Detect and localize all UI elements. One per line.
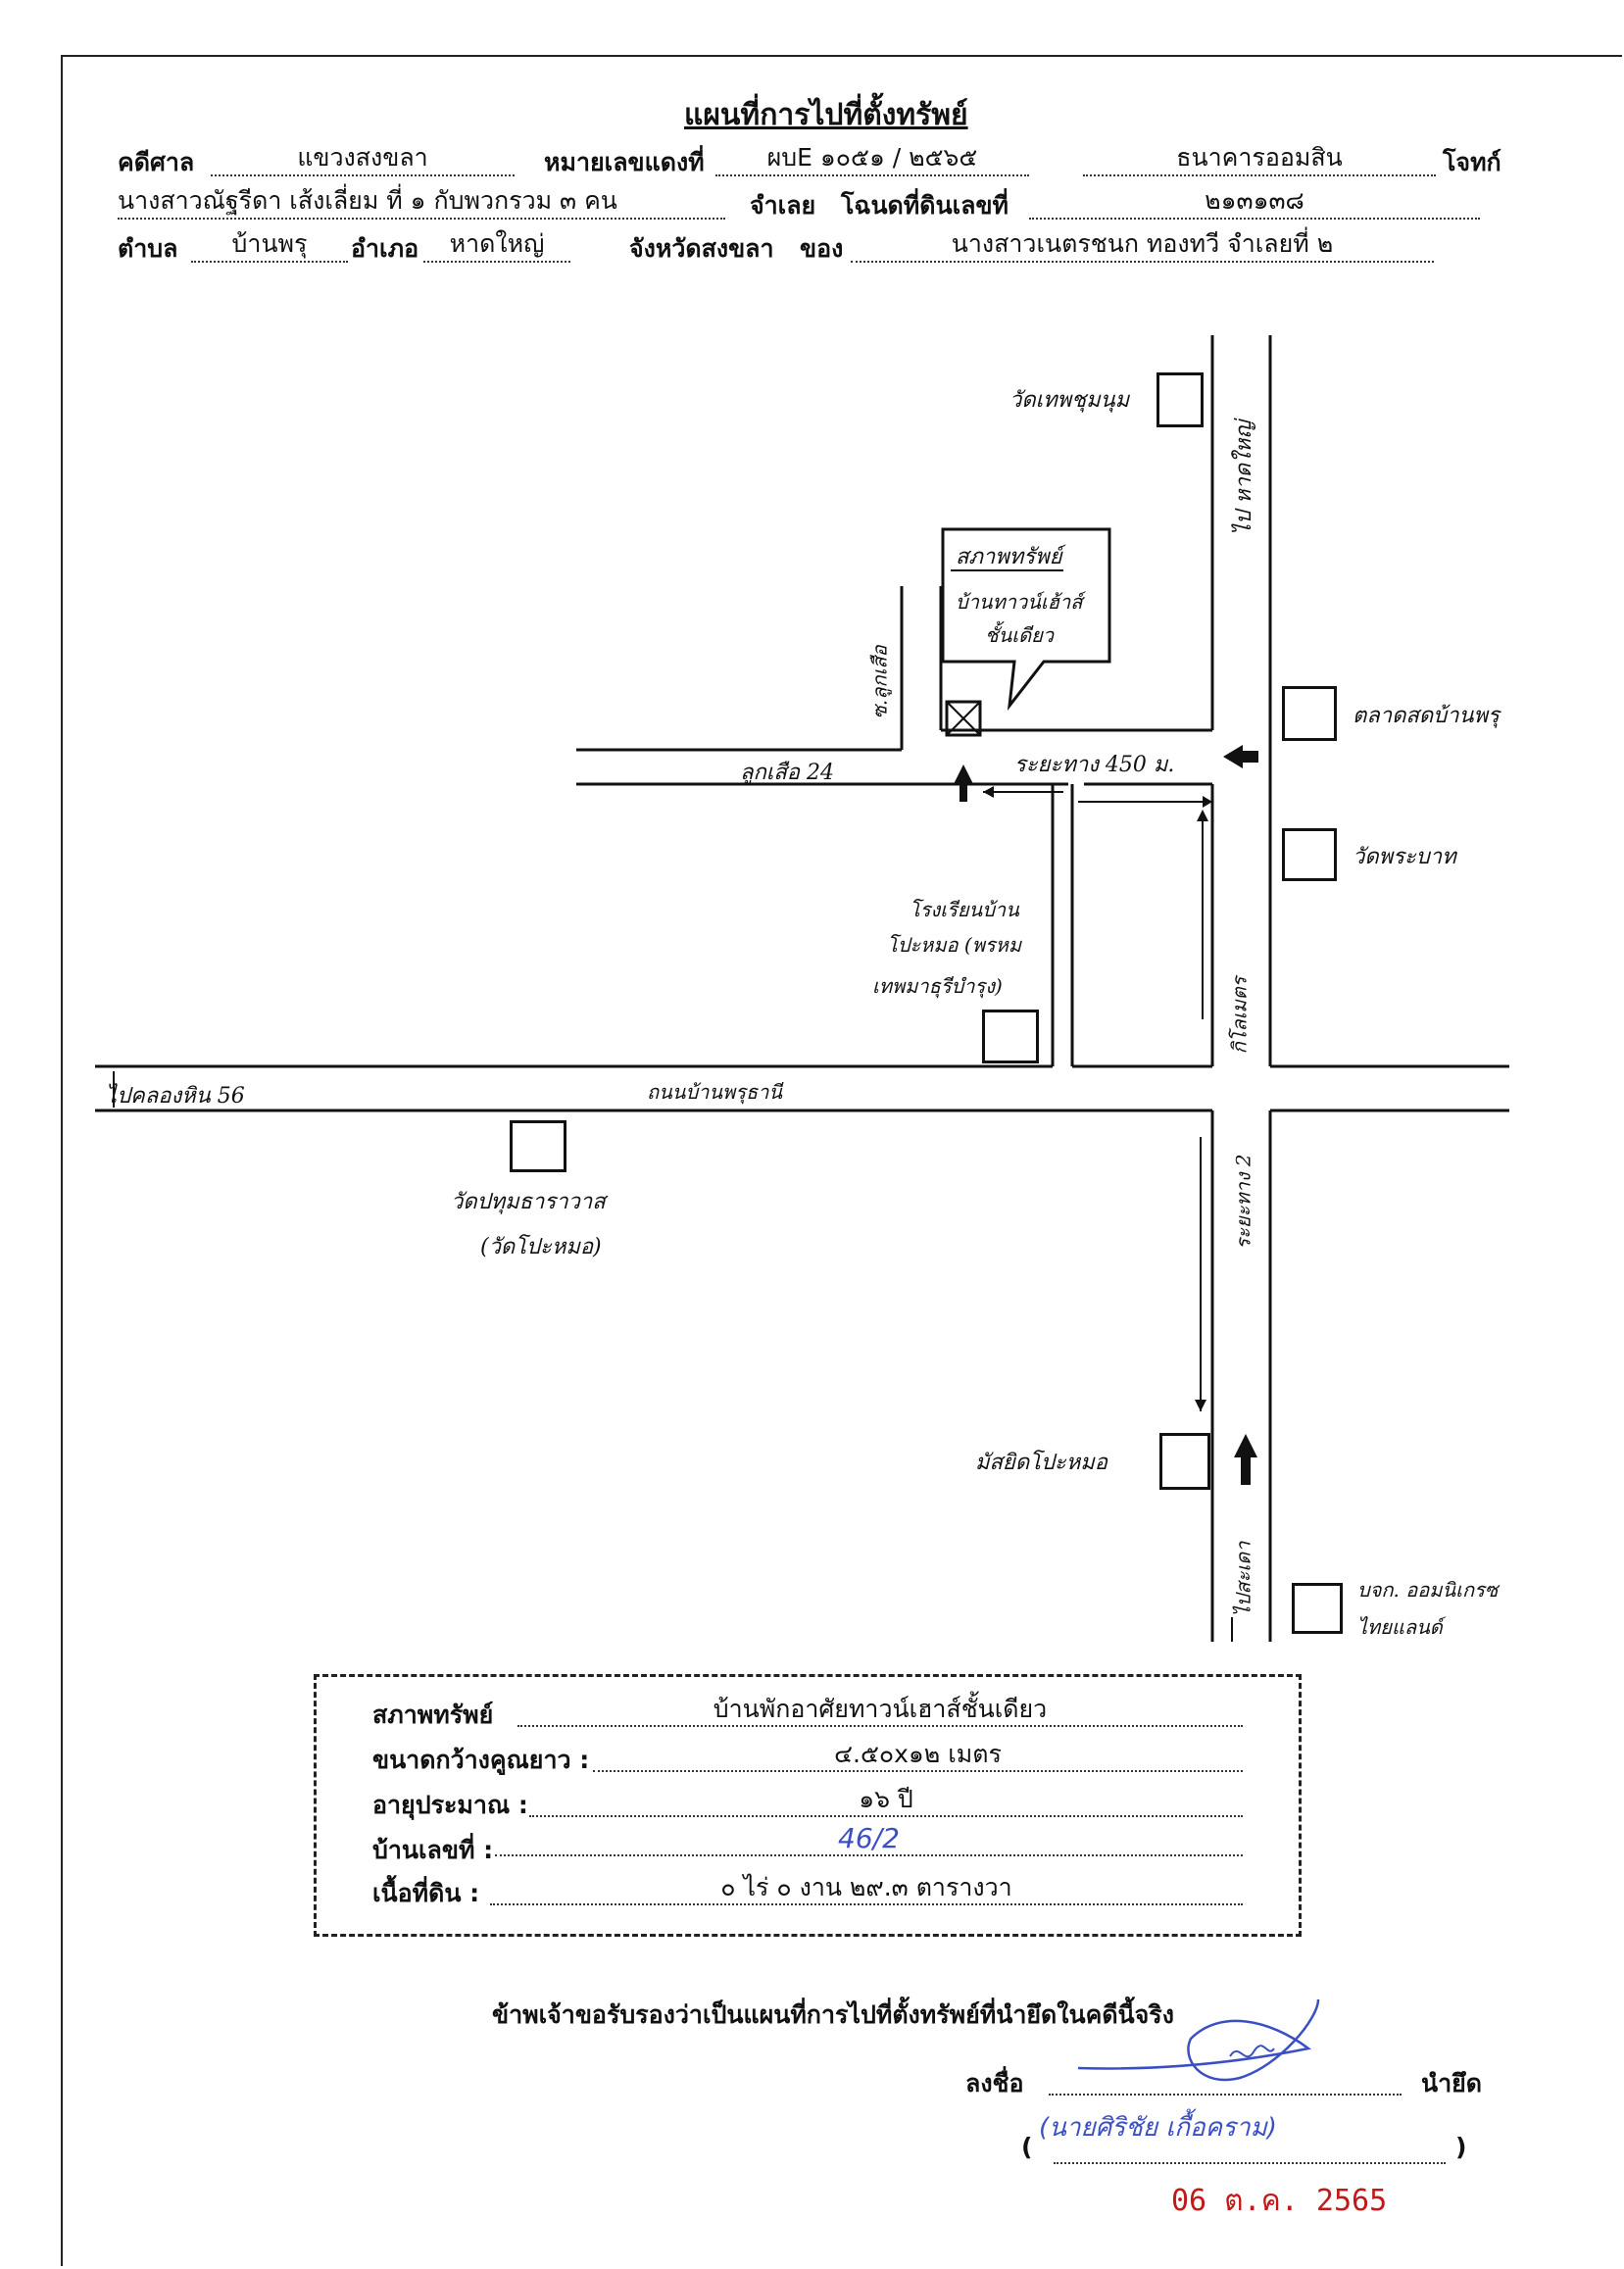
market-label: ตลาดสดบ้านพรุ bbox=[1353, 704, 1500, 728]
arrow-up-property bbox=[954, 765, 973, 784]
name-line bbox=[1054, 2162, 1446, 2164]
certification-statement: ข้าพเจ้าขอรับรองว่าเป็นแผนที่การไปที่ตั้… bbox=[492, 2000, 1174, 2029]
owner-value: นางสาวเนตรชนก ทองทวี จำเลยที่ ๒ bbox=[851, 229, 1434, 263]
bank-label-1: บจก. ออมนิเกรซ bbox=[1357, 1578, 1499, 1602]
province-label: จังหวัดสงขลา bbox=[629, 234, 774, 263]
callout-bubble bbox=[941, 527, 1111, 712]
age-value: ๑๖ ปี bbox=[529, 1786, 1243, 1817]
distance2-label: ระยะทาง 2 bbox=[1231, 1154, 1255, 1250]
bank-label-2: ไทยแลนด์ bbox=[1357, 1615, 1443, 1639]
temple-east-marker bbox=[1282, 828, 1337, 881]
temple-west-label-1: วัดปทุมธาราวาส bbox=[451, 1190, 606, 1214]
temple-east-label: วัดพระบาท bbox=[1353, 845, 1456, 869]
mosque-label: มัสยิดโปะหมอ bbox=[975, 1451, 1107, 1475]
sign-label: ลงชื่อ bbox=[965, 2069, 1024, 2097]
deed-value: ๒๑๓๑๓๘ bbox=[1029, 186, 1480, 220]
date-stamp: 06 ต.ค. 2565 bbox=[1171, 2184, 1388, 2218]
callout-line1: บ้านทาวน์เฮ้าส์ bbox=[956, 590, 1083, 614]
signer-name: (นายศิริชัย เกื้อคราม) bbox=[1039, 2113, 1277, 2143]
house-no-label: บ้านเลขที่ : bbox=[372, 1836, 494, 1864]
arrow-left-highway bbox=[1223, 745, 1243, 768]
document-title: แผนที่การไปที่ตั้งทรัพย์ bbox=[684, 98, 968, 132]
plaintiff-label: โจทก์ bbox=[1443, 148, 1501, 176]
temple-west-marker bbox=[510, 1120, 566, 1172]
condition-value: บ้านพักอาศัยทาวน์เฮาส์ชั้นเดียว bbox=[517, 1696, 1243, 1727]
subdistrict-label: ตำบล bbox=[118, 234, 178, 263]
subdistrict-value: บ้านพรุ bbox=[191, 229, 348, 263]
house-no-value: 46/2 bbox=[495, 1825, 1243, 1856]
district-label: อำเภอ bbox=[351, 234, 419, 263]
school-label-3: เทพมาธุรีบำรุง) bbox=[872, 974, 1003, 998]
mosque-marker bbox=[1159, 1433, 1210, 1490]
court-value: แขวงสงขลา bbox=[211, 143, 515, 176]
open-paren: ( bbox=[1021, 2133, 1033, 2161]
km-marker-label: กิโลเมตร bbox=[1227, 976, 1252, 1055]
callout-title: สภาพทรัพย์ bbox=[956, 545, 1062, 569]
property-info-box bbox=[314, 1674, 1302, 1937]
defendant-label: จำเลย bbox=[750, 191, 816, 220]
soi-road-label: ลูกเสือ 24 bbox=[740, 761, 834, 785]
district-value: หาดใหญ่ bbox=[423, 229, 570, 263]
signature-scribble bbox=[1077, 1998, 1320, 2082]
case-no-value: ผบE ๑๐๕๑ / ๒๕๖๕ bbox=[715, 143, 1029, 176]
age-label: อายุประมาณ : bbox=[372, 1791, 528, 1819]
temple-west-label-2: (วัดโปะหมอ) bbox=[480, 1235, 602, 1259]
signature-line bbox=[1049, 2094, 1402, 2096]
bank-marker bbox=[1292, 1583, 1343, 1634]
to-hatyai-label: ไป หาดใหญ่ bbox=[1232, 419, 1257, 536]
school-marker bbox=[982, 1010, 1039, 1063]
school-label-2: โปะหมอ (พรหม bbox=[887, 933, 1022, 957]
distance-label: ระยะทาง 450 ม. bbox=[1014, 753, 1175, 777]
document-page bbox=[61, 55, 1622, 2266]
temple-north-label: วัดเทพชุมนุม bbox=[1009, 388, 1130, 413]
property-marker bbox=[945, 700, 982, 737]
deed-label: โฉนดที่ดินเลขที่ bbox=[841, 191, 1009, 220]
soi-lane-label: ซ.ลูกเสือ bbox=[867, 645, 892, 719]
court-label: คดีศาล bbox=[118, 148, 195, 176]
sign-role: นำยึด bbox=[1421, 2069, 1483, 2097]
land-value: ๐ ไร่ ๐ งาน ๒๙.๓ ตารางวา bbox=[490, 1874, 1243, 1905]
to-padang-label: ไปสะเดา bbox=[1231, 1541, 1255, 1617]
size-value: ๔.๕๐x๑๒ เมตร bbox=[593, 1741, 1243, 1772]
size-label: ขนาดกว้างคูณยาว : bbox=[372, 1746, 590, 1774]
owner-label: ของ bbox=[800, 234, 844, 263]
land-label: เนื้อที่ดิน : bbox=[372, 1879, 480, 1907]
case-no-label: หมายเลขแดงที่ bbox=[544, 148, 705, 176]
temple-north-marker bbox=[1156, 372, 1204, 427]
condition-label: สภาพทรัพย์ bbox=[372, 1701, 494, 1729]
to-klong-label: ไปคลองหิน 56 bbox=[106, 1084, 245, 1109]
arrow-up-south bbox=[1234, 1434, 1257, 1457]
callout-line2: ชั้นเดียว bbox=[985, 623, 1055, 647]
school-label-1: โรงเรียนบ้าน bbox=[910, 898, 1019, 921]
plaintiff-value: ธนาคารออมสิน bbox=[1083, 143, 1436, 176]
main-road-label: ถนนบ้านพรุธานี bbox=[647, 1080, 783, 1104]
close-paren: ) bbox=[1455, 2133, 1467, 2161]
market-marker bbox=[1282, 686, 1337, 741]
defendant-value: นางสาวณัฐรีดา เส้งเลี่ยม ที่ ๑ กับพวกรวม… bbox=[118, 186, 725, 220]
